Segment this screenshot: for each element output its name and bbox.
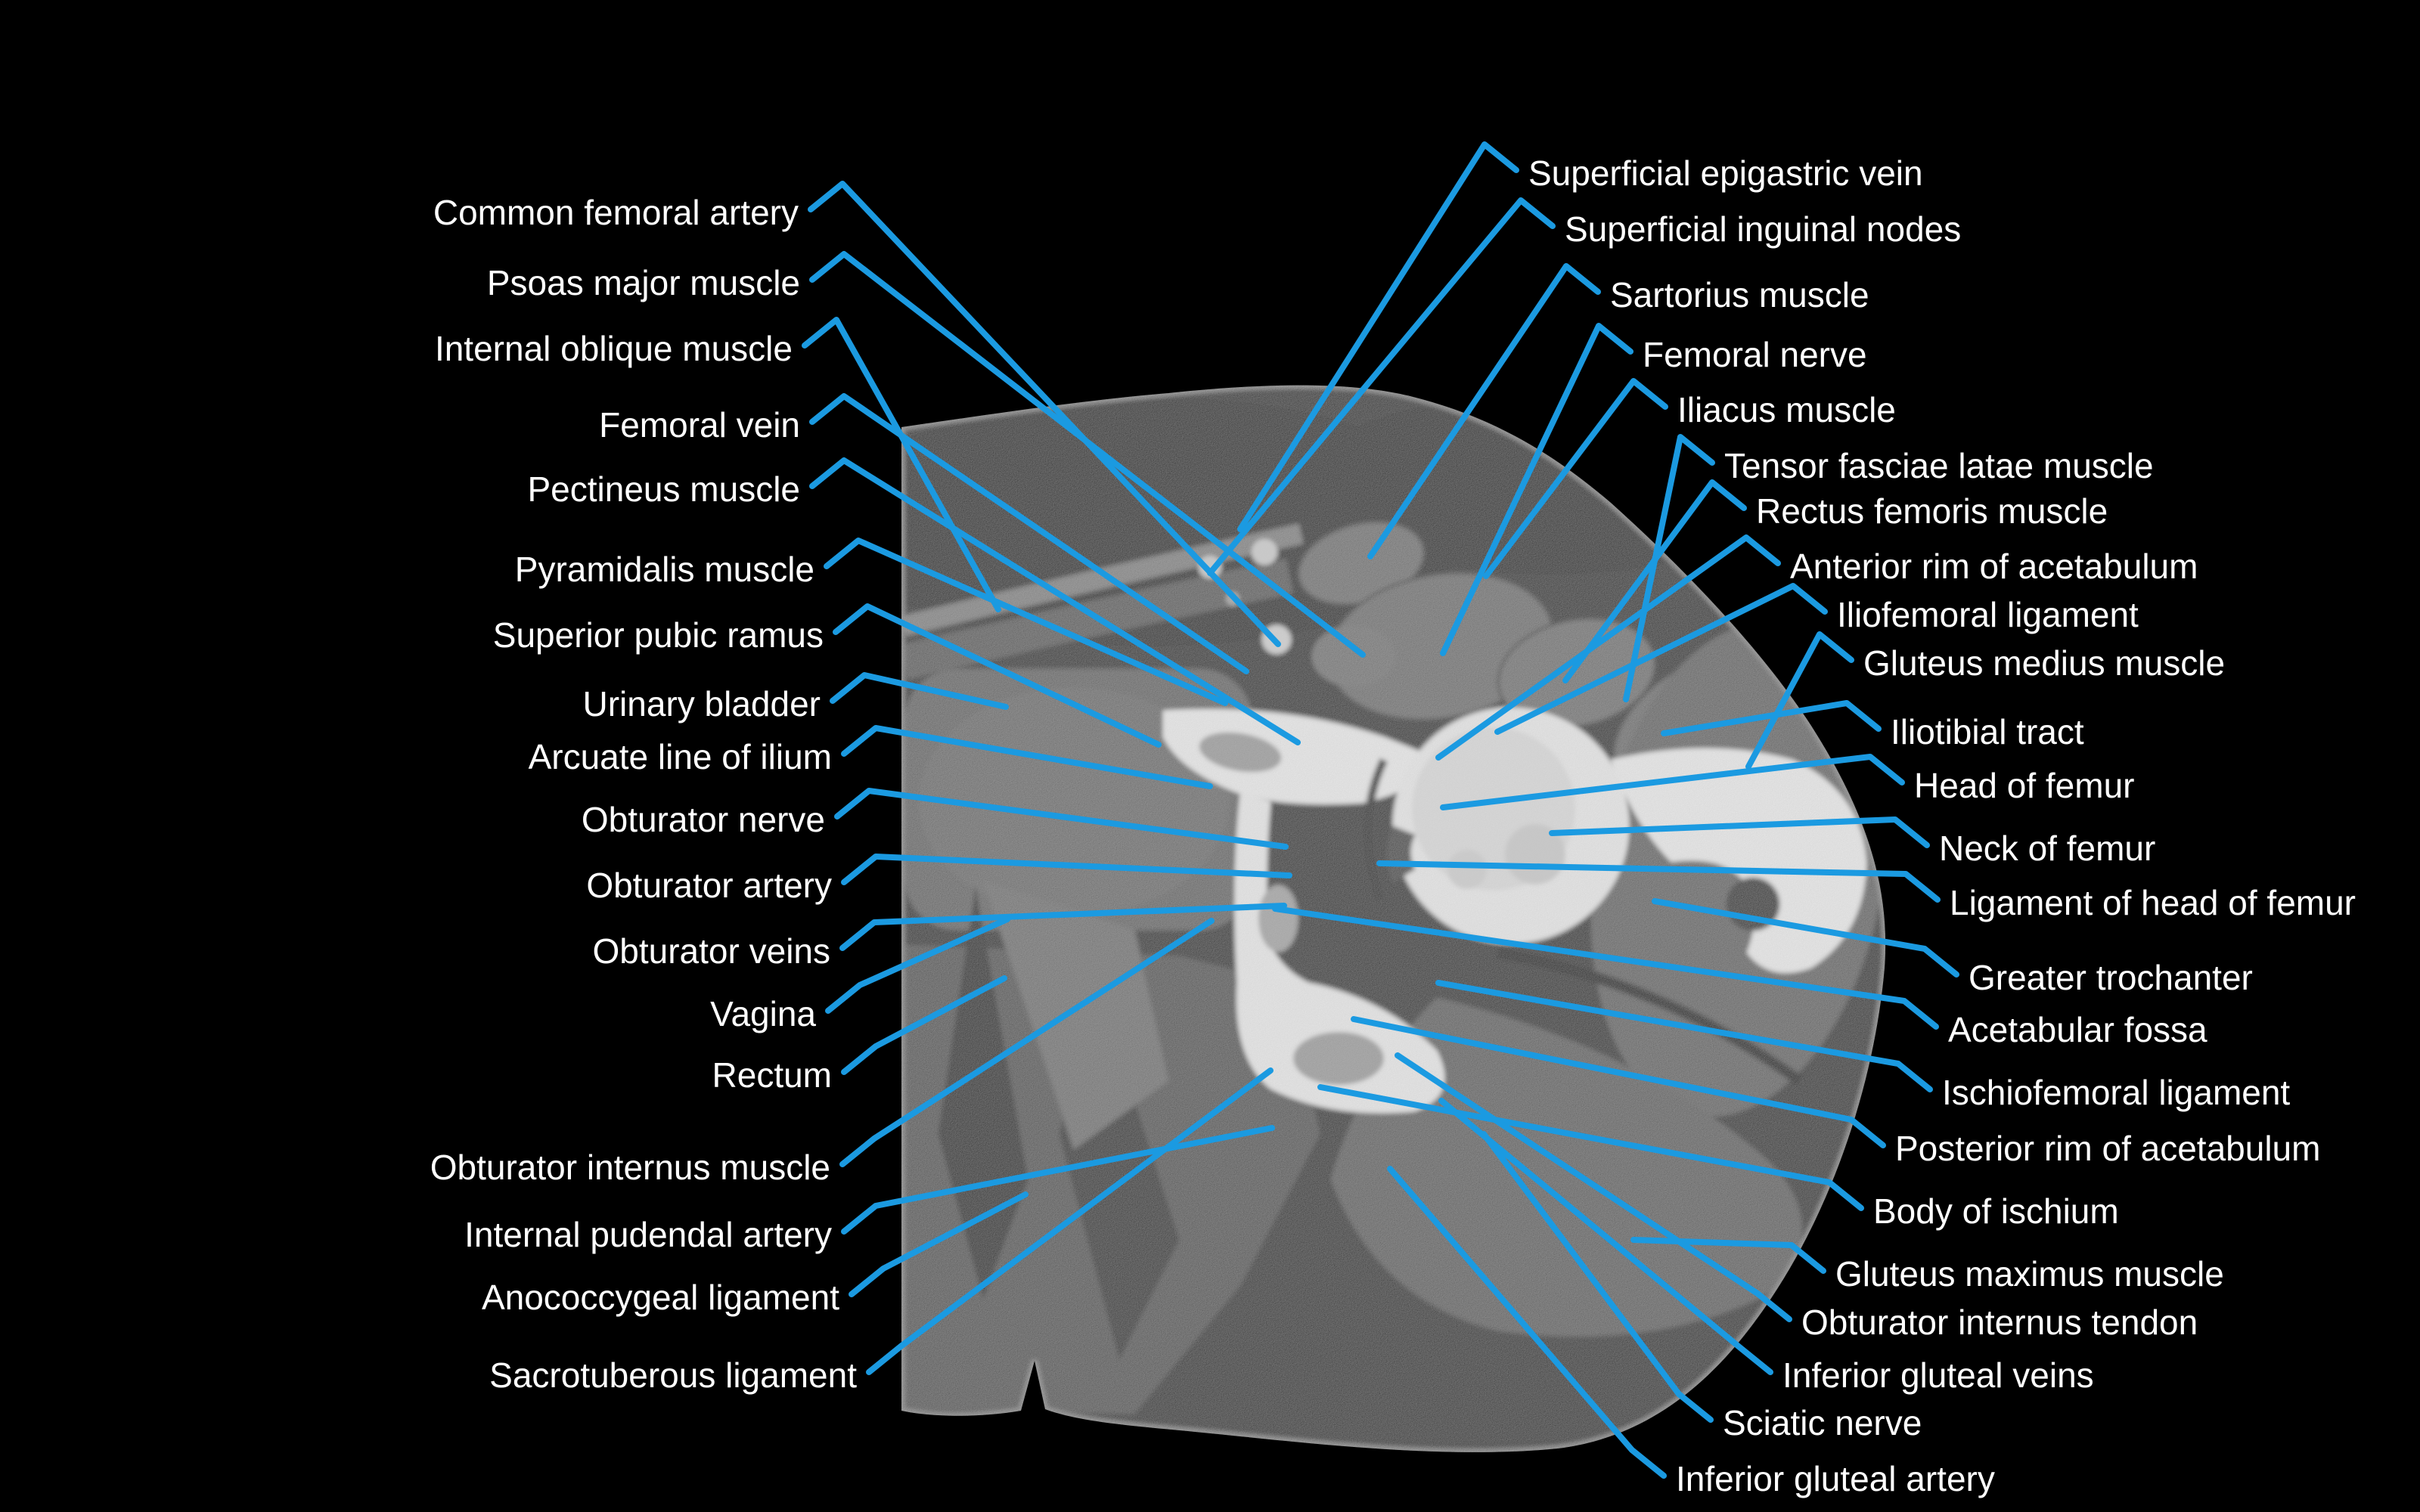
leader-line-sartorius-muscle xyxy=(1367,263,1601,559)
leader-line-inferior-gluteal-artery xyxy=(1387,1166,1667,1479)
leader-line-femoral-vein xyxy=(809,393,1249,674)
leader-line-obturator-internus-tendon xyxy=(1395,1052,1792,1322)
leader-line-ischiofemoral-ligament xyxy=(1435,980,1933,1092)
leader-line-superficial-epigastric-vein xyxy=(1237,141,1519,532)
leader-line-superior-pubic-ramus xyxy=(833,603,1162,748)
leader-line-obturator-nerve xyxy=(834,788,1289,850)
leader-line-sciatic-nerve xyxy=(1481,1131,1714,1423)
leader-line-superficial-inguinal-nodes xyxy=(1207,197,1556,576)
leader-line-iliacus-muscle xyxy=(1483,378,1668,579)
leader-line-anococcygeal-ligament xyxy=(849,1191,1028,1297)
leader-line-anterior-rim-of-acetabulum xyxy=(1435,534,1781,761)
leader-line-neck-of-femur xyxy=(1549,816,1930,848)
leader-line-internal-pudendal-artery xyxy=(841,1125,1275,1235)
leader-line-femoral-nerve xyxy=(1440,323,1634,656)
leader-lines xyxy=(802,141,1959,1479)
leader-line-gluteus-maximus-muscle xyxy=(1630,1237,1826,1274)
leader-line-arcuate-line-of-ilium xyxy=(841,725,1213,789)
leader-line-greater-trochanter xyxy=(1652,898,1959,978)
leader-line-obturator-artery xyxy=(841,854,1292,885)
ct-noise-grain xyxy=(901,385,1886,1452)
leader-line-psoas-major-muscle xyxy=(809,251,1366,658)
leader-line-rectus-femoris-muscle xyxy=(1562,479,1747,683)
leader-line-inferior-gluteal-veins xyxy=(1438,1098,1773,1375)
leader-line-obturator-internus-muscle xyxy=(839,918,1215,1167)
leader-line-iliofemoral-ligament xyxy=(1494,583,1828,735)
leader-line-obturator-veins xyxy=(839,903,1287,951)
leader-line-pectineus-muscle xyxy=(809,457,1301,745)
leader-line-internal-oblique-muscle xyxy=(802,317,1001,612)
leader-line-sacrotuberous-ligament xyxy=(866,1067,1274,1375)
leader-line-urinary-bladder xyxy=(830,672,1009,710)
leader-line-pyramidalis-muscle xyxy=(824,538,1228,706)
leader-line-acetabular-fossa xyxy=(1272,906,1939,1030)
leader-line-ligament-of-head-of-femur xyxy=(1376,860,1941,903)
leader-line-common-femoral-artery xyxy=(808,181,1281,647)
leader-line-posterior-rim-of-acetabulum xyxy=(1351,1016,1886,1148)
leader-line-gluteus-medius-muscle xyxy=(1745,631,1854,770)
leader-line-vagina xyxy=(825,916,1010,1014)
leader-line-rectum xyxy=(841,975,1007,1075)
leader-line-head-of-femur xyxy=(1440,754,1905,810)
leader-line-iliotibial-tract xyxy=(1661,700,1882,736)
